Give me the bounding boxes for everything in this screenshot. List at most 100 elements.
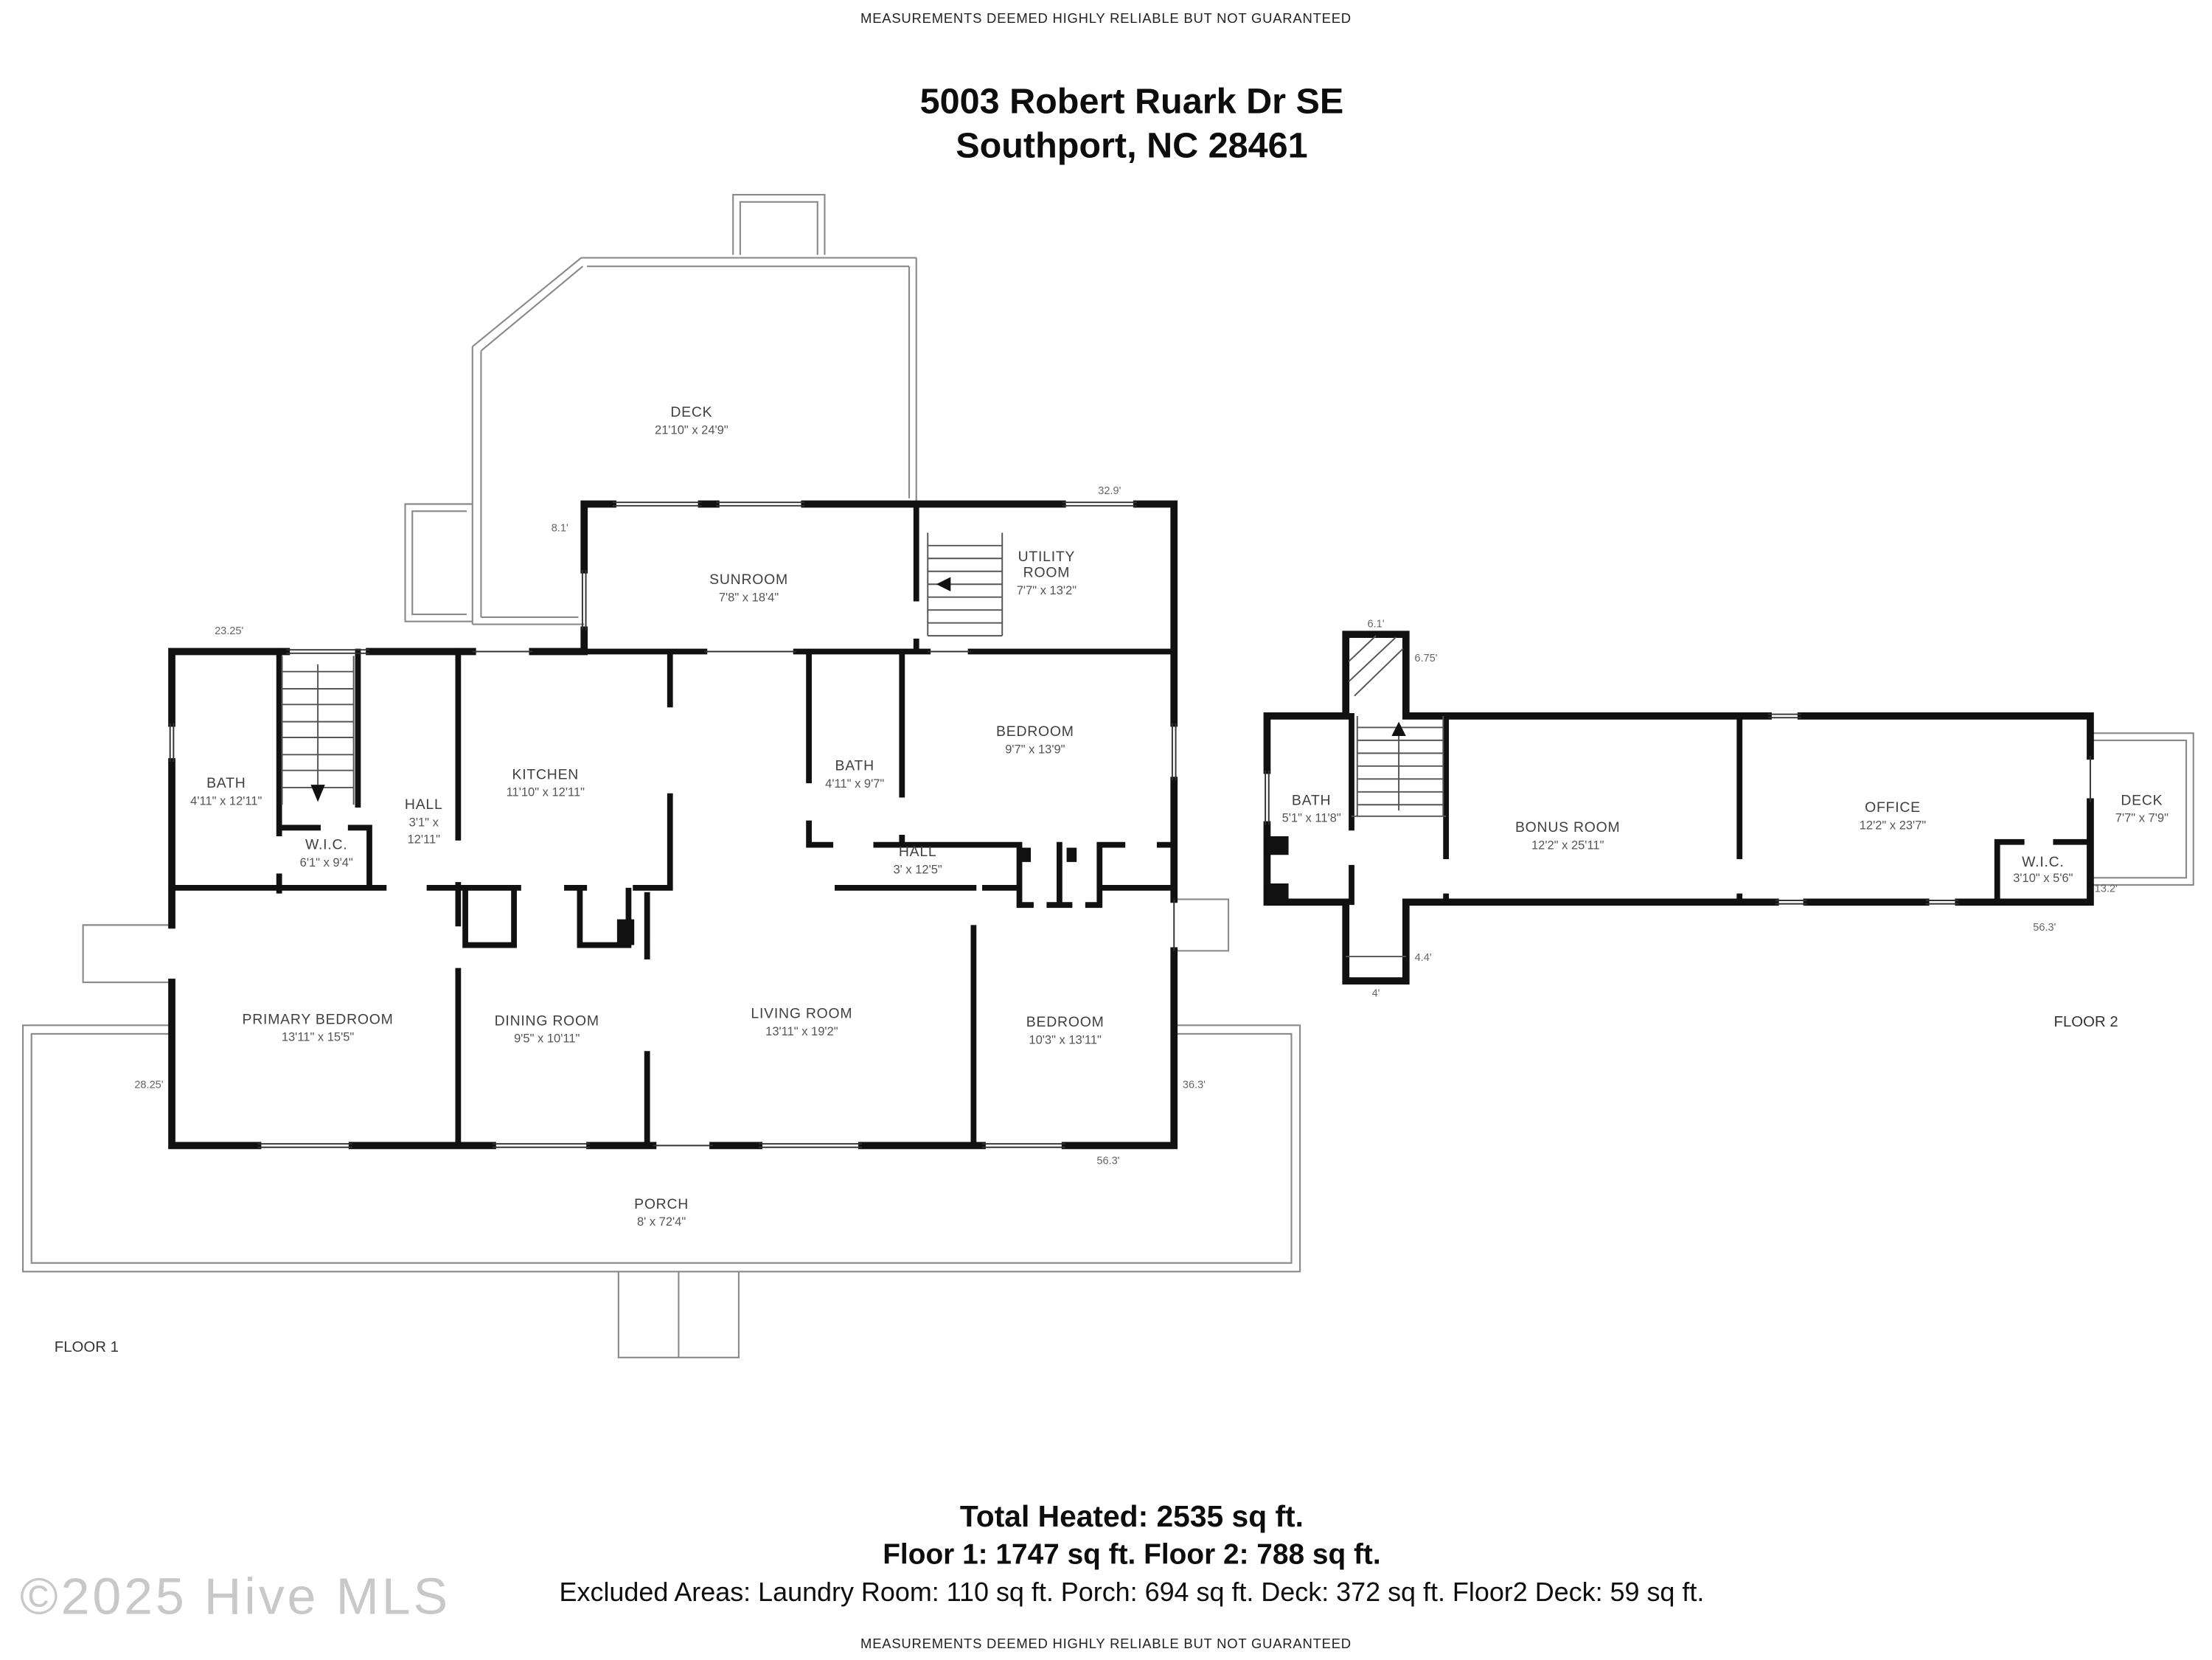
- svg-text:6'1" x 9'4": 6'1" x 9'4": [300, 856, 353, 869]
- floor1-exterior-walls: [168, 500, 1178, 1150]
- room-bedroom2: BEDROOM 10'3" x 13'11": [1026, 1014, 1105, 1047]
- svg-text:KITCHEN: KITCHEN: [512, 766, 579, 782]
- room-wic1: W.I.C. 6'1" x 9'4": [300, 836, 353, 869]
- room-bonus: BONUS ROOM 12'2" x 25'11": [1515, 819, 1621, 852]
- dim-f1-bottom: 56.3': [1096, 1156, 1119, 1167]
- room-kitchen: KITCHEN 11'10" x 12'11": [507, 766, 585, 799]
- deck-outline: [404, 194, 917, 625]
- svg-text:13'11" x 19'2": 13'11" x 19'2": [765, 1025, 838, 1038]
- svg-text:5'1" x 11'8": 5'1" x 11'8": [1282, 812, 1341, 825]
- area-summary: Total Heated: 2535 sq ft. Floor 1: 1747 …: [26, 1499, 2212, 1611]
- floor1-plan: DECK 21'10" x 24'9" SUNROOM 7'8" x 18'4"…: [22, 194, 1301, 1358]
- address-line-1: 5003 Robert Ruark Dr SE: [919, 81, 1344, 122]
- floor1-windows: [169, 501, 1177, 1148]
- utility-stairs: [927, 532, 1004, 637]
- svg-text:8' x 72'4": 8' x 72'4": [637, 1215, 686, 1229]
- dim-f1-sunroom-left: 8.1': [552, 522, 568, 534]
- svg-text:4'11" x 12'11": 4'11" x 12'11": [190, 794, 262, 808]
- room-hall2: HALL 3' x 12'5": [894, 844, 942, 876]
- dim-f2-right: 13.2': [2095, 883, 2118, 895]
- svg-text:12'11": 12'11": [408, 833, 441, 847]
- floor2-stairs-arrow: [1391, 721, 1406, 737]
- room-deck-f2: DECK 7'7" x 7'9": [2115, 792, 2168, 824]
- svg-text:13'11" x 15'5": 13'11" x 15'5": [282, 1031, 355, 1044]
- room-hall1: HALL 3'1" x 12'11": [405, 796, 443, 847]
- dim-f1-lower-left: 28.25': [134, 1080, 163, 1091]
- room-utility: UTILITY ROOM 7'7" x 13'2": [1017, 549, 1077, 597]
- room-bedroom1: BEDROOM 9'7" x 13'9": [996, 723, 1074, 756]
- dim-f1-top-right: 32.9': [1098, 485, 1121, 497]
- floor1-stairs: [281, 656, 355, 805]
- utility-stairs-arrow: [936, 577, 951, 591]
- svg-text:BEDROOM: BEDROOM: [1026, 1014, 1105, 1030]
- dim-f1-lower-right: 36.3': [1183, 1080, 1206, 1091]
- svg-text:SUNROOM: SUNROOM: [709, 572, 788, 588]
- svg-text:HALL: HALL: [899, 844, 937, 860]
- dim-f2-landing: 4': [1372, 987, 1380, 999]
- floor1-interior-walls: [169, 501, 1178, 1149]
- floor2-label: FLOOR 2: [2054, 1014, 2118, 1030]
- svg-text:3' x 12'5": 3' x 12'5": [894, 863, 942, 876]
- svg-text:9'5" x 10'11": 9'5" x 10'11": [514, 1032, 580, 1046]
- dim-f2-stair-right: 6.75': [1414, 653, 1437, 664]
- svg-text:3'1" x: 3'1" x: [409, 816, 439, 829]
- dim-f1-upper-left: 23.25': [215, 625, 243, 637]
- floor2-stairs: [1346, 635, 1447, 958]
- svg-text:UTILITY: UTILITY: [1018, 549, 1076, 565]
- room-sunroom: SUNROOM 7'8" x 18'4": [709, 572, 788, 605]
- svg-text:4'11" x 9'7": 4'11" x 9'7": [825, 777, 884, 791]
- floor2-windows: [1265, 713, 2091, 905]
- floor2-deck-outline: [2090, 732, 2194, 886]
- svg-text:BATH: BATH: [835, 758, 874, 774]
- svg-text:7'7" x 7'9": 7'7" x 7'9": [2115, 812, 2168, 825]
- address-header: 5003 Robert Ruark Dr SE Southport, NC 28…: [26, 80, 2212, 169]
- svg-text:21'10" x 24'9": 21'10" x 24'9": [655, 423, 728, 437]
- floor2-interior-walls: [1349, 712, 2093, 906]
- dim-f2-bottom: 56.3': [2033, 922, 2056, 934]
- room-office: OFFICE 12'2" x 23'7": [1860, 799, 1927, 832]
- svg-text:7'7" x 13'2": 7'7" x 13'2": [1017, 584, 1077, 597]
- floor2-plan: BATH 5'1" x 11'8" BONUS ROOM 12'2" x 25'…: [1263, 618, 2194, 1030]
- svg-text:LIVING ROOM: LIVING ROOM: [751, 1006, 852, 1022]
- svg-text:12'2" x 25'11": 12'2" x 25'11": [1531, 838, 1604, 852]
- room-primary-bedroom: PRIMARY BEDROOM 13'11" x 15'5": [243, 1011, 394, 1044]
- svg-text:7'8" x 18'4": 7'8" x 18'4": [719, 591, 779, 605]
- excluded-areas: Excluded Areas: Laundry Room: 110 sq ft.…: [559, 1576, 1705, 1607]
- svg-text:PORCH: PORCH: [634, 1196, 689, 1212]
- svg-text:3'10" x 5'6": 3'10" x 5'6": [2013, 872, 2073, 885]
- floor1-stairs-arrow: [310, 785, 325, 802]
- porch-outline: [22, 898, 1301, 1358]
- room-deck: DECK 21'10" x 24'9": [655, 404, 728, 437]
- total-heated: Total Heated: 2535 sq ft.: [959, 1500, 1304, 1534]
- floor1-label: FLOOR 1: [55, 1339, 119, 1355]
- room-living: LIVING ROOM 13'11" x 19'2": [751, 1006, 852, 1038]
- bottom-disclaimer: MEASUREMENTS DEEMED HIGHLY RELIABLE BUT …: [860, 1636, 1352, 1653]
- svg-text:BATH: BATH: [206, 775, 246, 791]
- top-disclaimer: MEASUREMENTS DEEMED HIGHLY RELIABLE BUT …: [860, 11, 1352, 27]
- address-line-2: Southport, NC 28461: [956, 125, 1308, 167]
- svg-text:9'7" x 13'9": 9'7" x 13'9": [1005, 743, 1065, 756]
- svg-text:HALL: HALL: [405, 796, 443, 813]
- svg-text:DECK: DECK: [2121, 792, 2163, 808]
- room-dining: DINING ROOM 9'5" x 10'11": [495, 1013, 599, 1045]
- svg-text:W.I.C.: W.I.C.: [2022, 854, 2065, 870]
- svg-text:BATH: BATH: [1292, 792, 1331, 808]
- svg-text:ROOM: ROOM: [1023, 565, 1070, 581]
- svg-text:11'10" x 12'11": 11'10" x 12'11": [507, 786, 585, 799]
- room-wic-f2: W.I.C. 3'10" x 5'6": [2013, 854, 2073, 885]
- svg-text:OFFICE: OFFICE: [1865, 799, 1921, 816]
- svg-text:10'3" x 13'11": 10'3" x 13'11": [1029, 1034, 1102, 1047]
- room-bath1: BATH 4'11" x 12'11": [190, 775, 262, 808]
- svg-text:12'2" x 23'7": 12'2" x 23'7": [1860, 819, 1927, 832]
- room-porch: PORCH 8' x 72'4": [634, 1196, 689, 1229]
- floor2-exterior-walls: [1263, 631, 2094, 984]
- svg-text:DINING ROOM: DINING ROOM: [495, 1013, 599, 1029]
- dim-f2-stair-top: 6.1': [1368, 618, 1385, 630]
- floor2-wall-fills: [1264, 836, 1289, 903]
- svg-text:W.I.C.: W.I.C.: [305, 836, 347, 852]
- svg-text:BEDROOM: BEDROOM: [996, 723, 1074, 740]
- floor1-wall-fills: [616, 847, 1077, 945]
- svg-text:PRIMARY BEDROOM: PRIMARY BEDROOM: [243, 1011, 394, 1027]
- svg-text:BONUS ROOM: BONUS ROOM: [1515, 819, 1621, 836]
